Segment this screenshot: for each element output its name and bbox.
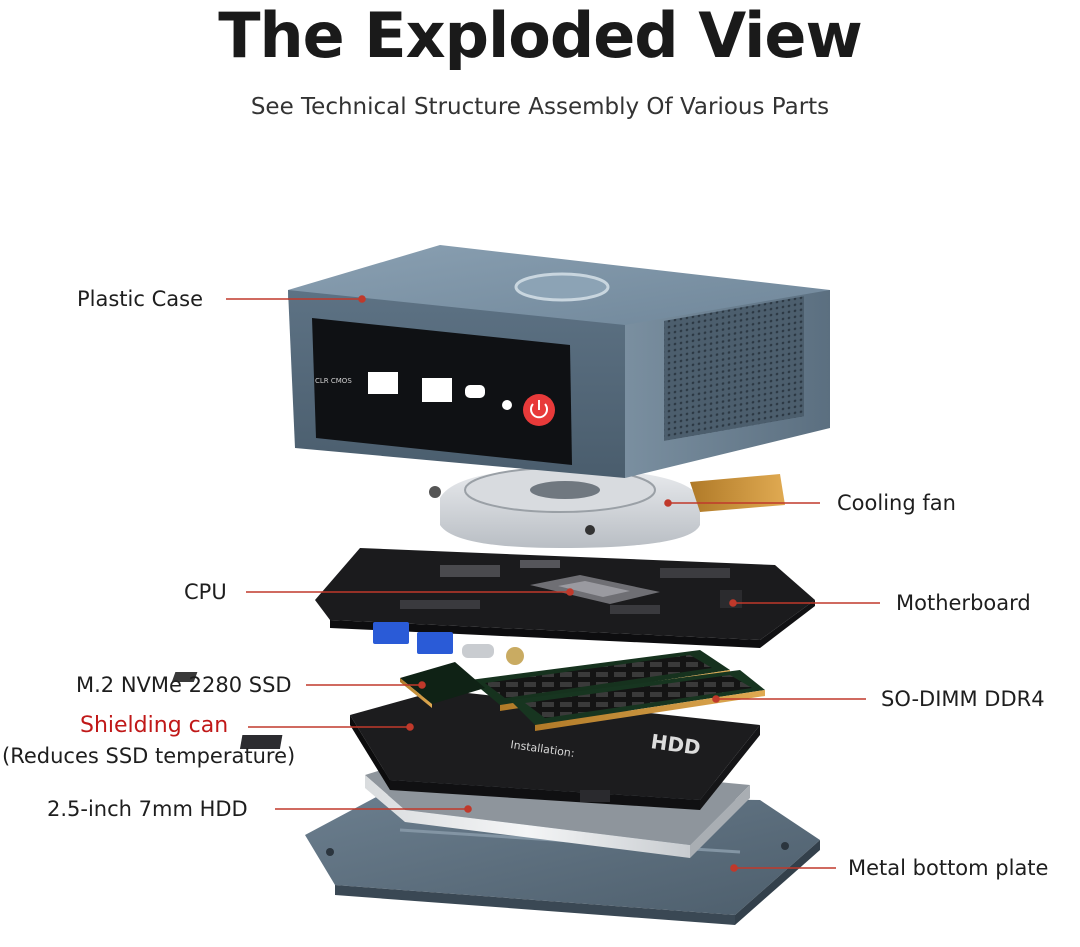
label-cooling-fan: Cooling fan <box>837 491 956 515</box>
shielding-can: Installation: HDD <box>239 690 760 810</box>
label-bottom-plate: Metal bottom plate <box>848 856 1049 880</box>
label-hdd: 2.5-inch 7mm HDD <box>47 797 248 821</box>
sodimm-ram <box>470 650 765 731</box>
fan-heatpipe <box>690 474 785 512</box>
label-shielding-note: (Reduces SSD temperature) <box>2 744 296 768</box>
page-title: The Exploded View <box>218 0 863 72</box>
label-sodimm: SO-DIMM DDR4 <box>881 687 1045 711</box>
front-usb-c-port <box>465 385 485 398</box>
usb-port-1 <box>373 622 409 644</box>
front-usb-port-2 <box>422 378 452 402</box>
label-cpu: CPU <box>184 580 227 604</box>
cooling-fan <box>429 467 785 548</box>
front-audio-jack <box>502 400 512 410</box>
label-motherboard: Motherboard <box>896 591 1031 615</box>
clr-cmos-label: CLR CMOS <box>315 377 352 385</box>
brand-logo-icon <box>514 272 610 302</box>
label-shielding-can: Shielding can <box>80 713 229 738</box>
page-subtitle: See Technical Structure Assembly Of Vari… <box>250 94 830 120</box>
label-plastic-case: Plastic Case <box>77 287 203 311</box>
audio-jack <box>506 647 524 665</box>
motherboard <box>315 548 815 665</box>
plastic-case: CLR CMOS <box>288 245 830 478</box>
usb-c-port <box>462 644 494 658</box>
front-usb-port-1 <box>368 372 398 394</box>
usb-port-2 <box>417 632 453 654</box>
leader-lines <box>226 295 880 872</box>
label-m2-ssd: M.2 NVMe 2280 SSD <box>76 673 292 697</box>
